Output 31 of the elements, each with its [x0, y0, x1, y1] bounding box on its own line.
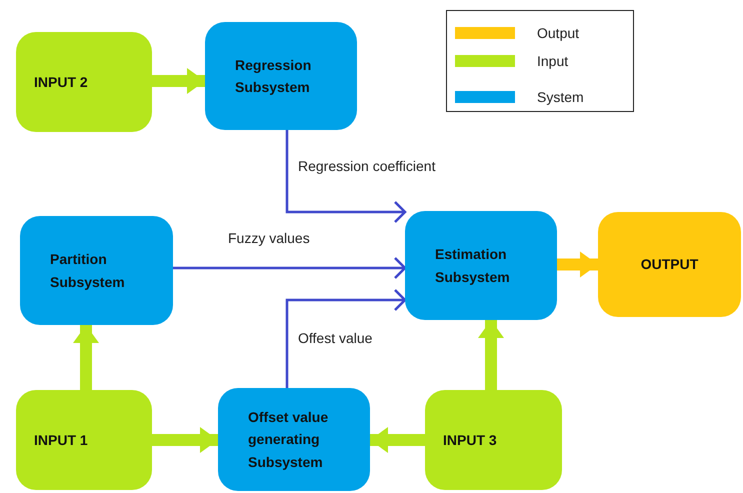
arrow	[478, 320, 504, 390]
edge-label: Offest value	[296, 330, 374, 346]
node-text: Regression Subsystem	[235, 56, 312, 97]
node-text: Estimation Subsystem	[435, 245, 511, 287]
process-box	[598, 212, 741, 317]
edge-label: Regression coefficient	[296, 158, 438, 174]
node-text: Offset value generating Subsystem	[248, 408, 330, 472]
edge-label: Fuzzy values	[226, 230, 312, 246]
arrow	[73, 325, 99, 390]
arrow	[173, 256, 406, 280]
process-box	[405, 211, 557, 320]
process-box	[425, 390, 562, 490]
node-text: INPUT 1	[34, 430, 88, 450]
process-box	[16, 32, 152, 132]
node-text: INPUT 3	[443, 430, 497, 450]
arrow	[286, 288, 406, 388]
node-text: Partition Subsystem	[50, 250, 126, 292]
process-box	[218, 388, 370, 491]
process-box	[16, 390, 152, 490]
arrow	[557, 252, 598, 278]
arrow	[152, 427, 218, 453]
arrow	[152, 68, 205, 94]
arrow	[286, 130, 406, 224]
arrow	[370, 427, 425, 453]
process-box	[205, 22, 357, 130]
node-text: INPUT 2	[34, 72, 88, 92]
legend-text: Output	[537, 25, 580, 41]
node-text: OUTPUT	[640, 255, 698, 274]
legend-text: Input	[537, 53, 568, 69]
legend-text: System	[537, 89, 584, 105]
process-box	[20, 216, 173, 325]
